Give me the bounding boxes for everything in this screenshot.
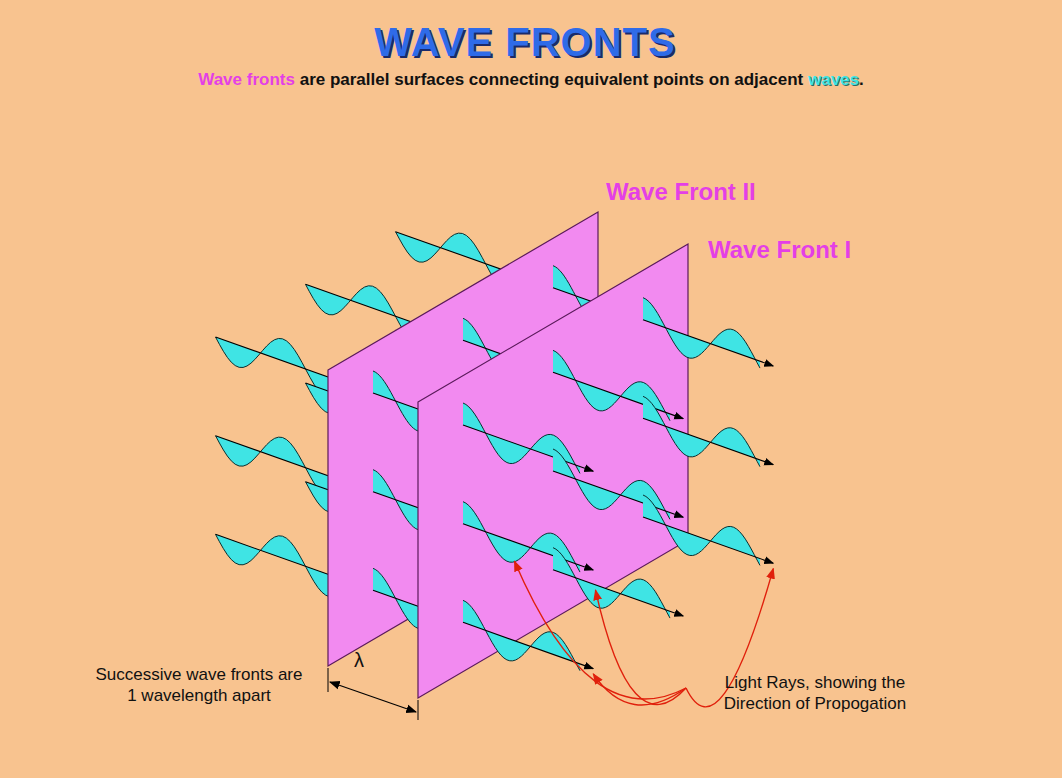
wave-fill <box>643 298 760 368</box>
subtitle-part: . <box>859 70 864 89</box>
subtitle: Wave fronts are parallel surfaces connect… <box>0 70 1062 90</box>
wave-fill <box>553 548 670 618</box>
wave-curve <box>643 396 760 466</box>
wave-curve <box>553 548 670 618</box>
light-ray <box>463 425 593 471</box>
subtitle-part: are parallel surfaces connecting equival… <box>300 70 804 89</box>
wave-curve <box>643 298 760 368</box>
leader-line <box>515 561 687 699</box>
light-ray <box>643 418 773 464</box>
wavelength-symbol: λ <box>354 648 364 673</box>
light-ray <box>553 372 683 418</box>
wavelength-dimension <box>328 668 418 720</box>
title: WAVE FRONTS <box>0 20 1056 65</box>
wave-curve <box>463 600 580 670</box>
light-ray <box>553 471 683 517</box>
light-ray <box>463 524 593 570</box>
light-ray <box>643 320 773 366</box>
subtitle-part: waves <box>808 70 859 89</box>
light-ray <box>553 570 683 616</box>
wave-fill <box>643 396 760 466</box>
wave-fill <box>463 600 580 670</box>
wave-front-label: Wave Front II <box>606 178 756 206</box>
subtitle-part: Wave fronts <box>198 70 295 89</box>
wave-front-label: Wave Front I <box>708 236 851 264</box>
wave-fill <box>643 495 760 565</box>
wave-curve <box>643 495 760 565</box>
note: Successive wave fronts are 1 wavelength … <box>92 664 306 707</box>
leader-line <box>596 590 687 704</box>
wave-segments-front <box>463 298 773 671</box>
callout-label: Light Rays, showing the Direction of Pro… <box>690 672 940 715</box>
light-ray <box>643 517 773 563</box>
